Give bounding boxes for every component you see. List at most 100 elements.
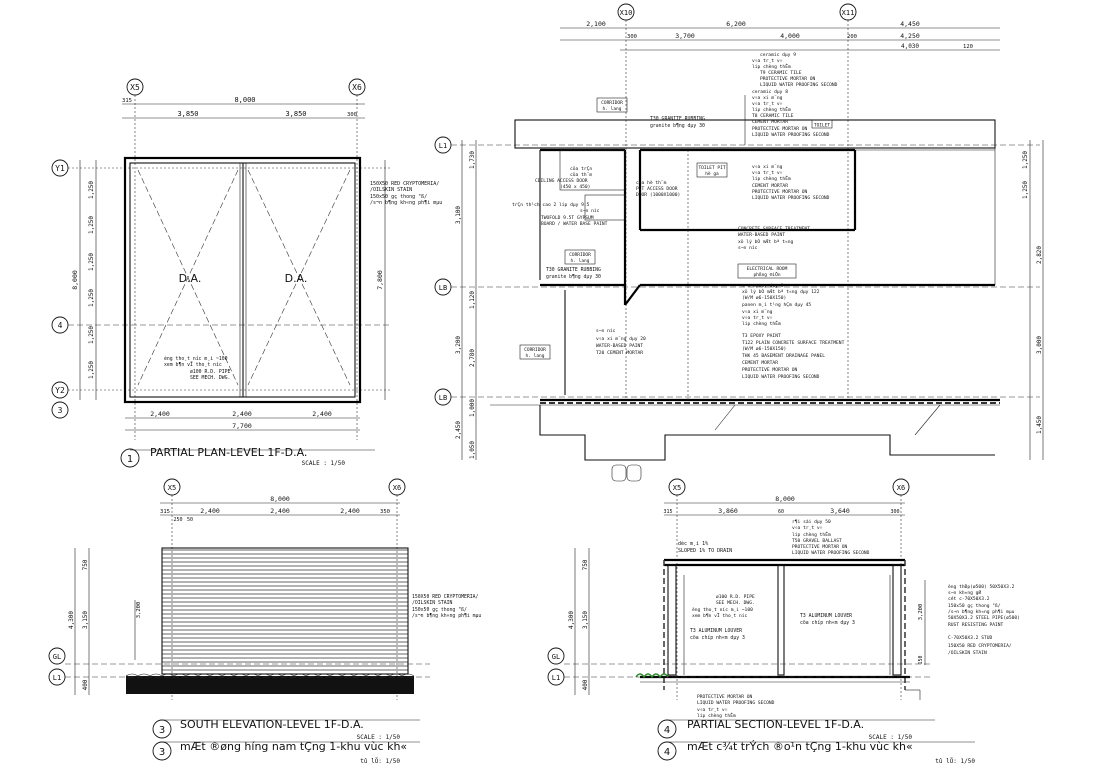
sp-notes-toilet-pit: v÷a xi m¨ng v÷a tr¸t v÷ líp chèng thÊm C…	[752, 164, 830, 201]
sp-note-elec-5: v÷a xi m¨ng	[742, 309, 773, 315]
plan-note-right-4: /s¬n b¶ng kh«ng ph¶i mµu	[370, 200, 442, 206]
plan-scale: SCALE : 1/50	[302, 460, 346, 467]
sp-note-granite-1a: T30 GRANITE RUBBING	[650, 116, 705, 122]
sec-note-bottom-2: LIQUID WATER PROOFING SECOND	[697, 700, 775, 706]
elev-dim-top-5: 350	[380, 509, 390, 515]
elev-note: 150X50 RED CRYPTOMERIA/ /OILSKIN STAIN 1…	[412, 594, 481, 619]
sp-note-ceiling-4: (450 x 450)	[560, 184, 590, 190]
plan-left-dim-segments: 1,250 1,250 1,250 1,250 1,250 1,250	[88, 181, 95, 379]
sp-note-elec-14: LIQUID WATER PROOFING SECOND	[742, 374, 820, 380]
sp-room-corridor-2-vn: h. lang	[571, 258, 590, 264]
sec-note-roof-2: v÷a tr¸t v÷	[792, 525, 823, 531]
sec-title-vn-number: 4	[664, 747, 670, 758]
plan-dim-top-total: 8,000	[234, 96, 255, 104]
sp-dim-left-8: 1,050	[469, 441, 476, 459]
elev-dim-top-small-1: 250	[173, 517, 182, 523]
section-plan-view: X10 X11 2,100 6,200 4,450 300 3,700 4,00…	[434, 3, 1044, 482]
plan-dim-top-b: 3,850	[285, 110, 306, 118]
elev-note-4: /s¬n b¶ng kh«ng ph¶i mµu	[412, 613, 481, 619]
elev-dim-inner: 3,200	[136, 602, 142, 619]
sec-note-pipe-4: xem b¶n vÏ tho¸t n­íc	[692, 612, 748, 619]
sp-note-elec-11: THK 45 BASEMENT DRAINAGE PANEL	[742, 353, 825, 359]
plan-note-bottom-3: ø100 R.D. PIPE	[190, 369, 231, 375]
sp-dim-left-5: 2,780	[469, 349, 476, 367]
grid-bubble-3	[51, 401, 69, 419]
sec-note-right-6: 50X50X3.2 STEEL PIPE(ø500)	[948, 615, 1020, 621]
elev-dim-top-total: 8,000	[270, 495, 290, 503]
plan-dim-top-a: 3,850	[177, 110, 198, 118]
sec-note-bottom-4: líp chèng thÊm	[697, 711, 736, 719]
south-elevation-view: X5 X6 8,000 315 2,400 2,400 2,400 350 25…	[48, 478, 481, 765]
sec-notes-bottom: PROTECTIVE MORTAR ON LIQUID WATER PROOFI…	[697, 694, 775, 719]
sp-dim-top2-5: 4,250	[900, 32, 920, 40]
sp-dim-right-3: 2,820	[1036, 246, 1043, 264]
elev-note-1: 150X50 RED CRYPTOMERIA/	[412, 594, 479, 600]
sp-note-c3-3: WATER-BASED PAINT	[596, 343, 643, 349]
sec-level-l1: L1	[552, 674, 560, 682]
sp-room-toilet-pit-vn: hè ga	[705, 170, 719, 177]
sp-note-elec-10: (W/M ø6-150X150)	[742, 346, 786, 352]
plan-note-bottom: èng tho¸t n­íc m¸i ~100 xem b¶n vÏ tho¸t…	[164, 355, 231, 381]
elev-title-vn-number: 3	[159, 747, 165, 758]
sec-note-louver-l1: T3 ALUMINUM LOUVER	[690, 628, 742, 634]
sp-notes-granite-2: T30 GRANITE RUBBING granite b¶ng dµy 30	[546, 267, 601, 280]
sp-note-toilet-9: v÷a tr¸t v÷	[752, 101, 783, 107]
elev-louver-slats	[162, 549, 408, 671]
sec-dim-top-total: 8,000	[775, 495, 795, 503]
elev-note-2: /OILSKIN STAIN	[412, 600, 453, 606]
grid-label-y2: Y2	[55, 386, 65, 395]
sp-room-corridor-1-vn: h. lang	[603, 106, 622, 112]
plan-dim-right-total: 7,800	[376, 270, 384, 290]
grid-label-3: 3	[58, 406, 63, 415]
sp-note-tp-2: v÷a tr¸t v÷	[752, 170, 783, 176]
plan-dim-left-seg-3: 1,250	[88, 253, 95, 271]
plan-dim-bottom-c: 2,400	[312, 410, 332, 418]
sp-dim-left-4: 3,200	[455, 336, 462, 354]
elev-dim-left-1: 750	[82, 559, 89, 570]
sp-note-toilet-13: PROTECTIVE MORTAR ON	[752, 126, 808, 132]
plan-note-right-1: 150X50 RED CRYPTOMERIA/	[370, 181, 439, 187]
sec-note-right-4: 150x50 gç thong "ß/	[948, 603, 1001, 609]
sp-note-elec-8: T3 EPOXY PAINT	[742, 333, 781, 339]
sp-notes-toilet: ceramic dµy 9 v÷a tr¸t v÷ líp chèng thÊm…	[752, 52, 838, 138]
sp-note-pit-1: cöa hè th¨m	[636, 179, 667, 186]
sec-notes-louver-left: T3 ALUMINUM LOUVER cöa chíp nh«m dµy 3	[690, 628, 745, 641]
sp-note-toilet-11: T8 CERAMIC TILE	[752, 113, 794, 119]
sec-note-bottom-1: PROTECTIVE MORTAR ON	[697, 694, 753, 700]
sp-room-electrical-vn: phßng ®iÖn	[753, 271, 780, 278]
sp-dim-left-7: 2,450	[455, 421, 462, 439]
sec-grid-label-x6: X6	[897, 484, 905, 492]
sp-dim-left-1: 1,730	[469, 151, 476, 169]
sp-note-gypsum-3: TWOFOLD 9.5T GYPSUM	[541, 215, 594, 221]
sec-note-pipe-3: èng tho¸t n­íc m¸i ~100	[692, 606, 753, 613]
elev-level-l1: L1	[53, 674, 61, 682]
plan-note-right-3: 150x50 gç thong "ß/	[370, 194, 427, 200]
elev-scale: SCALE : 1/50	[357, 734, 401, 741]
sp-note-elec-2: xö lý bÒ mÆt bª t«ng dµy 122	[742, 288, 820, 295]
sec-dim-right-2: 150	[918, 655, 924, 664]
sec-dim-top-2: 3,640	[830, 507, 850, 515]
elev-dim-top-4: 2,400	[340, 507, 360, 515]
sec-note-right-1: èng thÐp(ø500) 50X50X3.2	[948, 583, 1015, 590]
sp-note-c3-4: T20 CEMENT MORTAR	[596, 350, 643, 356]
sp-notes-ceiling: cöa trÇn cöa th¨m CEILING ACCESS DOOR (4…	[535, 166, 592, 190]
elev-title-number: 3	[159, 725, 165, 736]
sp-dim-right-1: 1,250	[1022, 151, 1029, 169]
sp-room-toilet-pit: TOILET PIT	[698, 165, 725, 171]
elev-scale-vn: tû lÖ: 1/50	[360, 758, 400, 765]
sp-notes-pit: cöa hè th¨m PIT ACCESS DOOR DOOR (1000X1…	[636, 179, 680, 198]
sp-note-toilet-12: CEMENT MORTAR	[752, 119, 788, 125]
sec-dim-left-1: 750	[582, 559, 589, 570]
plan-dim-bottom-total: 7,700	[232, 422, 252, 430]
sec-notes-roof: r¶i sái dµy 50 v÷a tr¸t v÷ líp chèng thÊ…	[792, 518, 870, 556]
sec-dim-top-small-2: 60	[778, 509, 784, 515]
sec-level-bubble-gl	[547, 647, 565, 665]
sp-note-toilet-4: T9 CERAMIC TILE	[760, 70, 802, 76]
grid-label-4: 4	[58, 321, 63, 330]
plan-title-number: 1	[127, 454, 133, 465]
elev-note-3: 150x50 gç thong "ß/	[412, 607, 467, 613]
plan-dim-bottom-a: 2,400	[150, 410, 170, 418]
sec-note-right-10: /OILSKIN STAIN	[948, 650, 987, 656]
sp-note-pit-2: PIT ACCESS DOOR	[636, 186, 678, 192]
plan-title: PARTIAL PLAN-LEVEL 1F-D.A.	[150, 446, 307, 459]
